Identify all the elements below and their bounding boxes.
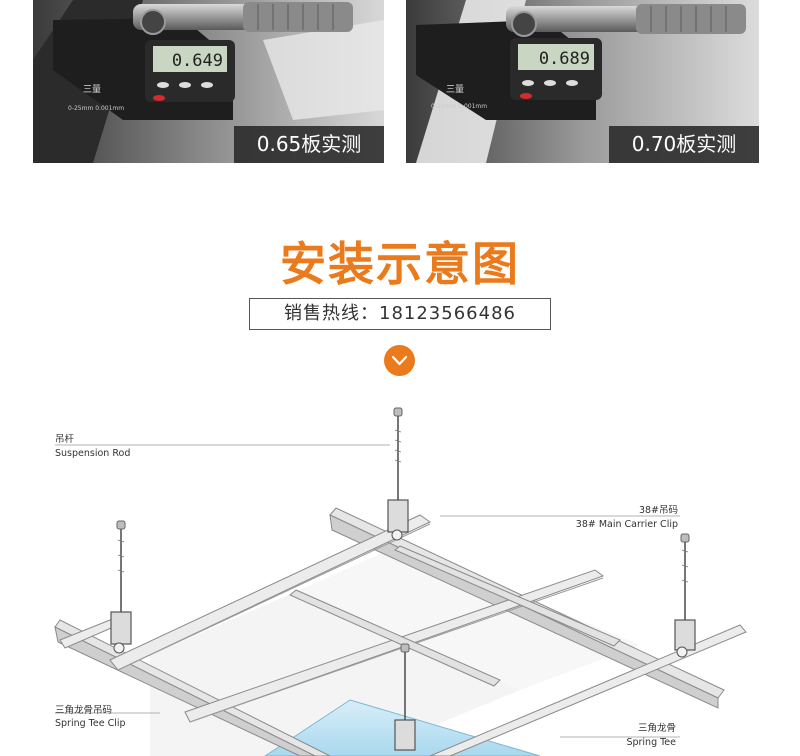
cross-tee <box>289 545 621 687</box>
spring-tee <box>109 514 431 671</box>
label-suspension-rod-cn: 吊杆 <box>55 434 75 445</box>
installation-diagram <box>54 407 747 756</box>
label-tee-cn: 三角龙骨 <box>637 723 676 734</box>
label-leader-lines <box>55 444 680 738</box>
micrometer-photo-065: 0.649 三量 0-25mm 0.001mm 0.65板实测 <box>33 0 384 163</box>
range-text: 0-25mm 0.001mm <box>68 105 124 112</box>
lcd-reading: 0.689 <box>539 49 590 69</box>
lcd-reading: 0.649 <box>172 51 223 71</box>
label-suspension-rod-en: Suspension Rod <box>55 448 131 459</box>
spring-tee-clip <box>113 529 688 658</box>
label-tee-clip-cn: 三角龙骨吊码 <box>55 705 113 716</box>
brand-logo-text: 三量 <box>83 84 101 95</box>
label-tee-clip-en: Spring Tee Clip <box>55 718 126 729</box>
rod-nut <box>116 407 690 653</box>
section-title: 安装示意图 <box>280 237 520 291</box>
label-main-clip-en: 38# Main Carrier Clip <box>575 519 678 530</box>
rod-thread <box>117 429 689 583</box>
photo-caption: 0.70板实测 <box>609 126 759 163</box>
chevron-down-icon <box>384 345 415 376</box>
spring-tee <box>184 569 605 723</box>
micrometer-illustration: 0.649 三量 0-25mm 0.001mm <box>33 0 384 163</box>
label-main-clip-cn: 38#吊码 <box>638 505 678 516</box>
spring-tee <box>429 624 747 756</box>
label-tee-en: Spring Tee <box>626 737 676 748</box>
photo-caption: 0.65板实测 <box>234 126 384 163</box>
micrometer-photo-070: 0.689 三量 0-25mm 0.001mm 0.70板实测 <box>406 0 759 163</box>
sales-hotline: 销售热线：18123566486 <box>249 298 551 330</box>
range-text: 0-25mm 0.001mm <box>431 103 487 110</box>
brand-logo-text: 三量 <box>446 84 464 95</box>
